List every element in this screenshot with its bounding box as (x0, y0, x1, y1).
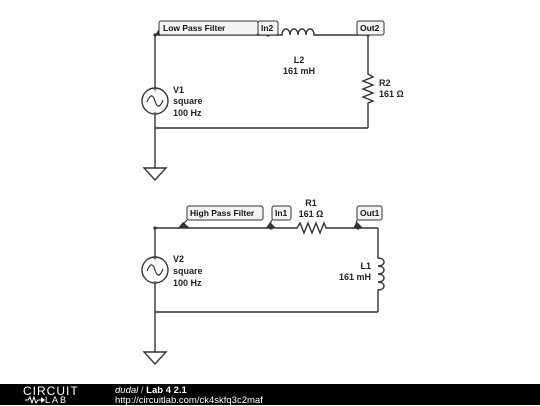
svg-text:+: + (153, 256, 157, 263)
source-type: square (173, 96, 203, 106)
resistor-name: R2 (379, 78, 391, 88)
source-frequency: 100 Hz (173, 278, 202, 288)
resistor-r2 (361, 70, 375, 106)
tag-out2[interactable]: Out2 (356, 20, 385, 36)
tag-out1[interactable]: Out1 (353, 205, 383, 229)
inductor-name: L2 (294, 55, 305, 65)
wire-top-2 (154, 227, 294, 257)
resistor-value: 161 Ω (299, 209, 324, 219)
footer-bar: CIRCUIT LAB dudal / Lab 4 2.1 http://cir… (0, 384, 540, 406)
circuitlab-logo: CIRCUIT LAB (23, 385, 93, 405)
separator: / (138, 385, 147, 396)
tag-in1[interactable]: In1 (266, 205, 292, 229)
svg-text:+: + (153, 87, 157, 94)
circuit-url[interactable]: http://circuitlab.com/ck4skfq3c2maf (115, 395, 263, 406)
source-name: V1 (173, 85, 184, 95)
tag-low-pass-filter[interactable]: Low Pass Filter (155, 20, 259, 36)
source-name: V2 (173, 254, 184, 264)
inductor-l1 (377, 254, 385, 294)
svg-text:−: − (153, 110, 157, 117)
svg-text:Low Pass Filter: Low Pass Filter (163, 23, 226, 33)
wire-top-1 (154, 34, 278, 88)
svg-text:High Pass Filter: High Pass Filter (190, 208, 255, 218)
svg-text:In1: In1 (275, 208, 288, 218)
node-dot (153, 226, 157, 230)
author-link[interactable]: dudal (115, 385, 139, 396)
schematic-canvas: + − V1 square 100 Hz L2 161 mH R2 161 Ω … (141, 20, 404, 366)
source-type: square (173, 266, 203, 276)
voltage-source-v2: + − (141, 256, 169, 286)
svg-text:Out1: Out1 (360, 208, 380, 218)
resistor-r1 (294, 221, 328, 235)
inductor-l2 (278, 28, 320, 36)
resistor-name: R1 (305, 198, 317, 208)
circuit-title[interactable]: Lab 4 2.1 (146, 385, 187, 396)
ground-symbol-2 (142, 351, 168, 366)
inductor-value: 161 mH (283, 66, 315, 76)
logo-text-bottom: LAB (45, 395, 69, 405)
svg-text:In2: In2 (261, 23, 274, 33)
tag-in2[interactable]: In2 (257, 20, 279, 36)
high-pass-circuit: + − V2 square 100 Hz R1 161 Ω L1 161 mH … (141, 198, 385, 366)
tag-high-pass-filter[interactable]: High Pass Filter (178, 205, 264, 229)
logo-text-top: CIRCUIT (23, 384, 79, 398)
ground-symbol-1 (142, 167, 168, 182)
svg-text:−: − (153, 279, 157, 286)
voltage-source-v1: + − (141, 87, 169, 117)
low-pass-circuit: + − V1 square 100 Hz L2 161 mH R2 161 Ω … (141, 20, 404, 182)
inductor-name: L1 (360, 261, 371, 271)
footer-title-line: dudal / Lab 4 2.1 (115, 385, 187, 396)
logo-circuit-icon (25, 396, 45, 404)
source-frequency: 100 Hz (173, 108, 202, 118)
inductor-value: 161 mH (339, 272, 371, 282)
svg-text:Out2: Out2 (360, 23, 380, 33)
resistor-value: 161 Ω (379, 89, 404, 99)
